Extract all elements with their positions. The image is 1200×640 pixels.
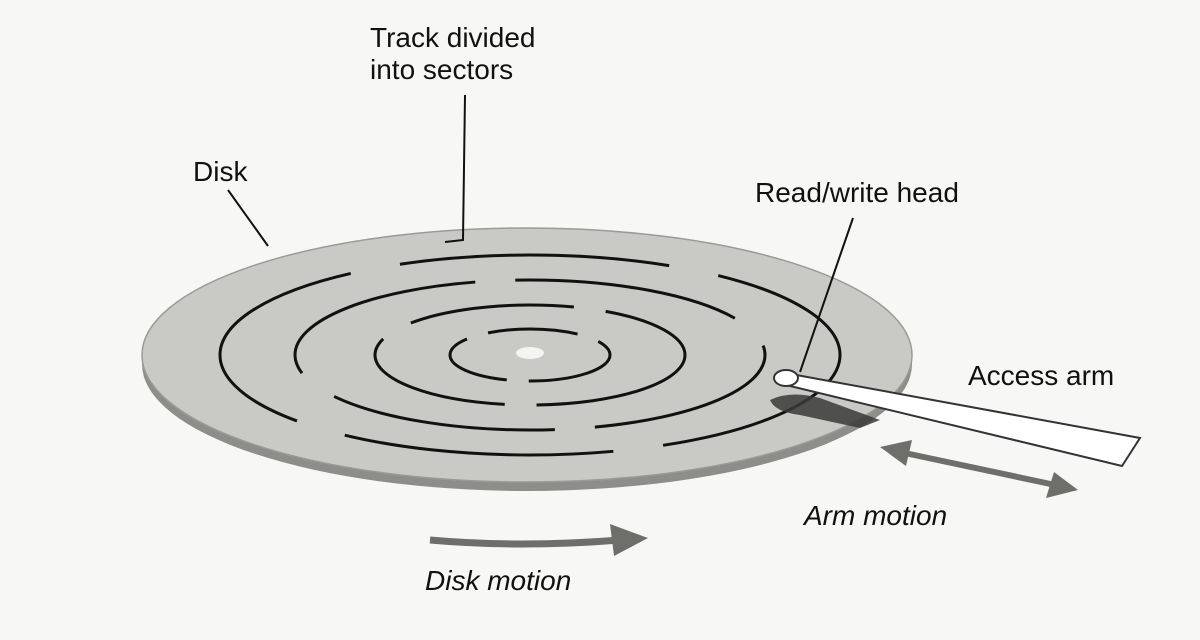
disk-label: Disk <box>193 156 248 187</box>
spindle-hole <box>516 347 544 359</box>
disk-motion-arrow <box>429 524 648 556</box>
track-1 <box>448 327 612 383</box>
track-2 <box>373 303 687 407</box>
access-arm <box>773 369 1142 468</box>
arm-shadow <box>770 394 880 428</box>
head-leader-line <box>799 217 854 373</box>
track-label-line2: into sectors <box>370 54 514 85</box>
track-4 <box>218 253 842 457</box>
track-label-line1: Track divided <box>370 22 536 53</box>
track-sectors <box>218 253 842 457</box>
track-label: Track divided into sectors <box>370 22 535 86</box>
access-arm-label: Access arm <box>968 360 1115 391</box>
leader-lines <box>227 94 854 373</box>
read-write-head-label: Read/write head <box>755 177 959 208</box>
disk-platter <box>141 227 913 491</box>
disk-leader-line <box>227 189 269 247</box>
arm-motion-arrow <box>880 440 1078 498</box>
arm-motion-label: Arm motion <box>804 500 948 531</box>
read-write-head <box>773 369 799 387</box>
track-3 <box>293 278 767 432</box>
track-leader-line <box>444 94 466 243</box>
disk-motion-label: Disk motion <box>425 565 572 596</box>
